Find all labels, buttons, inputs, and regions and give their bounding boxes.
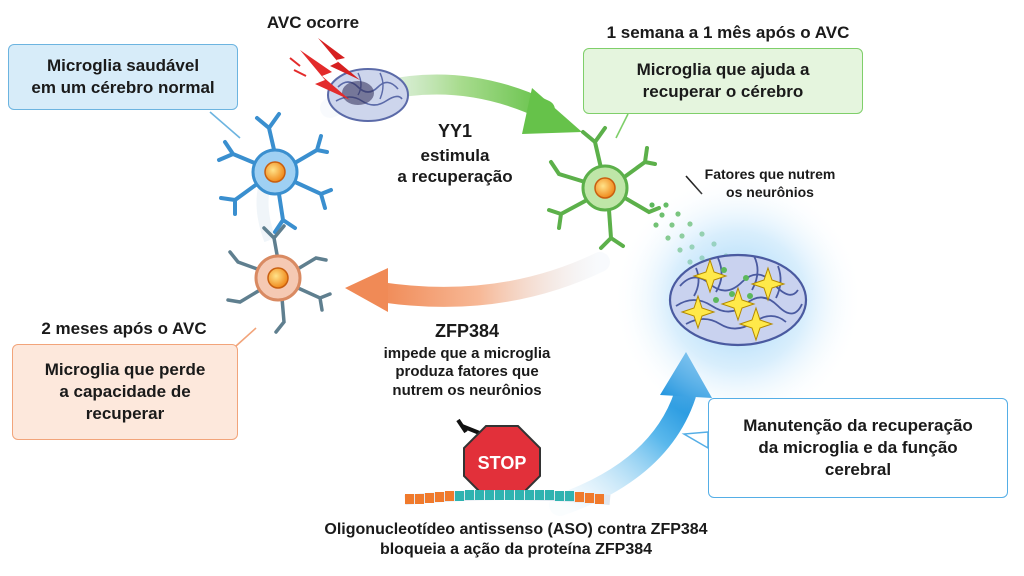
healthy-box-line: em um cérebro normal xyxy=(31,78,215,97)
loses-box-line: a capacidade de xyxy=(59,381,191,401)
aso-strand xyxy=(404,490,611,505)
aso-caption-line: bloqueia a ação da proteína ZFP384 xyxy=(379,541,653,558)
healthy-brain-icon xyxy=(613,175,863,425)
two-months-label: 2 meses após o AVC xyxy=(41,319,207,338)
maintain-box-line: Manutenção da recuperação xyxy=(743,415,973,435)
bottom-transition-arrow xyxy=(345,252,610,312)
stroke-occurs-label: AVC ocorre xyxy=(266,13,360,32)
yy1-annotation: YY1 estimula a recuperação xyxy=(370,120,540,187)
healthy-box-line: Microglia saudável xyxy=(46,55,200,75)
aso-caption-line: Oligonucleotídeo antissenso (ASO) contra… xyxy=(324,521,708,538)
factors-label-line: Fatores que nutrem xyxy=(704,166,836,182)
helps-box-line: Microglia que ajuda a xyxy=(636,59,810,79)
lightning-icon xyxy=(289,38,360,100)
zfp384-annotation: ZFP384 impede que a microglia produza fa… xyxy=(352,320,582,401)
yy1-text-line: a recuperação xyxy=(397,166,513,186)
maintenance-box: Manutenção da recuperação da microglia e… xyxy=(708,398,1008,498)
zfp384-text-line: nutrem os neurônios xyxy=(392,382,542,399)
healthy-microglia-icon xyxy=(217,112,333,234)
sparkle-icon xyxy=(680,258,786,342)
yy1-text-line: estimula xyxy=(420,145,490,165)
loses-box-line: Microglia que perde xyxy=(44,359,206,379)
maintain-box-line: cerebral xyxy=(824,460,892,480)
factors-label-line: os neurônios xyxy=(726,183,814,200)
maintain-box-line: da microglia e da função xyxy=(758,437,958,457)
loses-box-line: recuperar xyxy=(85,404,165,424)
impaired-microglia-icon xyxy=(226,224,332,334)
stop-sign-label: STOP xyxy=(478,453,527,473)
zfp384-text-line: produza fatores que xyxy=(395,363,539,381)
zfp384-text-line: impede que a microglia xyxy=(383,344,551,362)
yy1-title: YY1 xyxy=(437,121,473,141)
recovery-microglia-box: Microglia que ajuda a recuperar o cérebr… xyxy=(583,48,863,114)
impaired-microglia-box: Microglia que perde a capacidade de recu… xyxy=(12,344,238,440)
helps-box-line: recuperar o cérebro xyxy=(642,82,804,101)
one-week-label: 1 semana a 1 mês após o AVC xyxy=(606,23,850,42)
stop-sign-icon: STOP xyxy=(456,418,541,499)
recovery-microglia-icon xyxy=(547,126,661,250)
zfp384-title: ZFP384 xyxy=(434,321,500,341)
factors-label: Fatores que nutrem os neurônios xyxy=(680,166,860,201)
stroke-brain-icon xyxy=(327,68,409,122)
aso-caption: Oligonucleotídeo antissenso (ASO) contra… xyxy=(266,520,766,560)
healthy-microglia-box: Microglia saudável em um cérebro normal xyxy=(8,44,238,110)
